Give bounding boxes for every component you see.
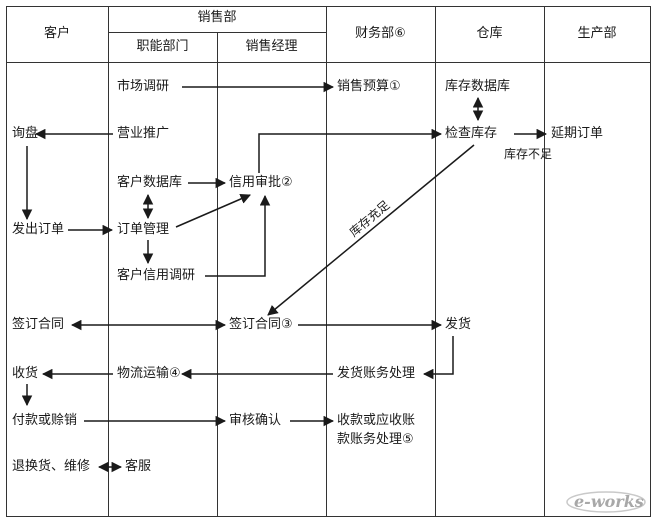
node-payment: 付款或赊销 [12,413,78,428]
arrow-check-contract [267,144,475,316]
node-credit-approval: 信用审批② [229,175,293,190]
svg-text:e-works: e-works [574,492,644,511]
arrow-credit-check [258,128,443,173]
node-sales-budget: 销售预算① [337,79,401,94]
header-sales-manager: 销售经理 [245,39,298,54]
header-finance: 财务部⑥ [355,26,406,41]
node-audit: 审核确认 [229,413,282,428]
node-ship: 发货 [445,317,472,332]
arrow-order-credit [175,193,251,228]
node-billing: 发货账务处理 [337,366,416,381]
node-customer-db: 客户数据库 [117,175,183,190]
flow-arrows [21,81,548,473]
node-market-research: 市场调研 [117,79,170,94]
node-receive: 收货 [12,366,39,381]
node-collection-line2: 款账务处理⑤ [337,432,414,447]
swimlane-grid [6,6,651,517]
node-inquiry: 询盘 [12,126,39,141]
node-customer-credit-research: 客户信用调研 [117,268,196,283]
node-sign-contract-customer: 签订合同 [12,317,65,332]
header-customer: 客户 [43,26,70,41]
label-stock-short: 库存不足 [504,147,553,161]
node-place-order: 发出订单 [12,222,65,237]
header-production: 生产部 [577,26,617,41]
node-inventory-db: 库存数据库 [445,79,511,94]
node-logistics: 物流运输④ [117,366,181,381]
node-delay-order: 延期订单 [551,126,604,141]
header-sales-dept: 销售部 [197,10,237,25]
arrow-ship-billing [422,336,454,380]
node-returns: 退换货、维修 [12,459,91,474]
header-functional: 职能部门 [136,39,189,54]
node-collection-line1: 收款或应收账 [337,413,416,428]
node-check-inventory: 检查库存 [445,126,498,141]
node-promotion: 营业推广 [117,126,170,141]
node-sign-contract: 签订合同③ [229,317,293,332]
header-warehouse: 仓库 [476,26,503,41]
eworks-logo: e-works [566,491,646,513]
arrow-research-credit [205,194,271,277]
node-order-mgmt: 订单管理 [117,222,170,237]
node-service: 客服 [125,459,152,474]
